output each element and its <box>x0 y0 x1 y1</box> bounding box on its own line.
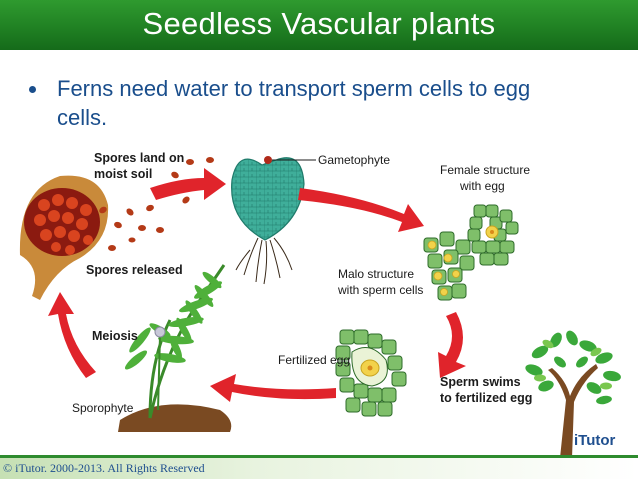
label-gametophyte: Gametophyte <box>318 153 390 167</box>
arrow-fertilized-to-sporophyte <box>210 374 336 402</box>
footer-bar <box>0 458 638 479</box>
arrow-spores-to-gametophyte <box>150 168 226 200</box>
label-male-2: with sperm cells <box>337 283 423 297</box>
label-spores-released: Spores released <box>86 263 183 277</box>
arrow-meiosis-to-spores <box>48 292 96 378</box>
footer-divider <box>0 455 638 458</box>
label-spores-land-2: moist soil <box>94 167 152 181</box>
male-structure-illustration <box>423 231 475 301</box>
arrow-gametophyte-to-female <box>298 188 424 232</box>
label-female-2: with egg <box>459 179 505 193</box>
female-structure-illustration <box>467 204 519 266</box>
slide-title: Seedless Vascular plants <box>142 6 496 41</box>
tree-logo <box>525 330 621 458</box>
bullet-marker <box>29 86 36 93</box>
sporangium-illustration <box>19 175 109 300</box>
label-sperm-swims-1: Sperm swims <box>440 375 521 389</box>
bullet-text: Ferns need water to transport sperm cell… <box>57 76 531 130</box>
label-male-1: Malo structure <box>338 267 414 281</box>
label-sporophyte: Sporophyte <box>72 401 134 415</box>
label-meiosis: Meiosis <box>92 329 138 343</box>
label-fertilized-egg: Fertilized egg <box>278 353 350 367</box>
arrow-male-to-fertilized <box>438 312 466 378</box>
fertilized-egg-illustration <box>335 329 407 417</box>
title-bar <box>0 0 638 50</box>
label-spores-land-1: Spores land on <box>94 151 184 165</box>
label-female-1: Female structure <box>440 163 530 177</box>
brand-logo-text: iTutor <box>574 432 616 449</box>
cycle-arrows <box>48 168 466 402</box>
scattered-spores <box>99 157 214 251</box>
copyright-text: © iTutor. 2000-2013. All Rights Reserved <box>3 461 205 475</box>
label-sperm-swims-2: to fertilized egg <box>440 391 532 405</box>
sporophyte-illustration <box>118 264 232 432</box>
